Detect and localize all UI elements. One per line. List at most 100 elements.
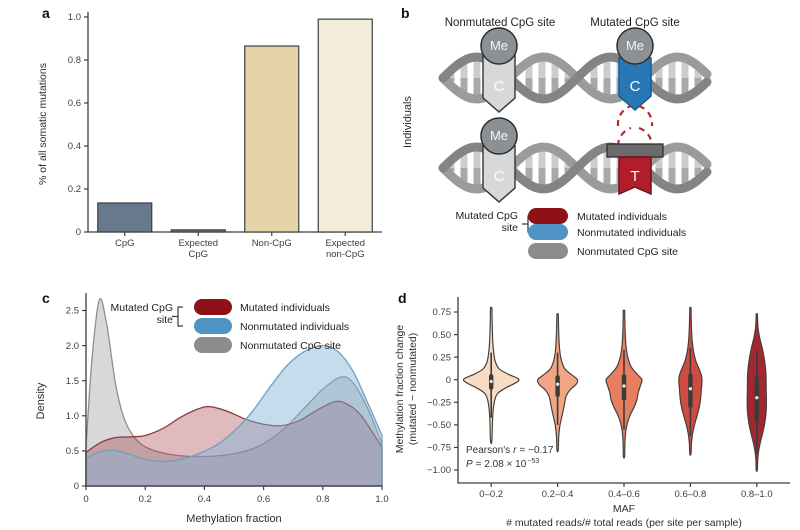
x-tick-label: 0.8 [316, 494, 329, 505]
mutated-t-tag-bottom: T [606, 126, 664, 196]
dna-rung [681, 168, 689, 184]
legend-label-mutated: Mutated individuals [577, 211, 667, 223]
dna-rung [681, 152, 689, 168]
nonmutated-c-tag-top: C Me [480, 27, 518, 113]
bar-cpg [97, 202, 153, 233]
dna-rung [525, 168, 533, 181]
panel-d: d Methylation fraction change (mutated −… [390, 283, 800, 530]
legend-bracket-line1: Mutated CpG [111, 302, 173, 314]
x-tick-label: Non-CpG [252, 238, 292, 249]
legend-swatch-site [528, 243, 568, 259]
violin-median-dot [622, 384, 626, 388]
dna-rung [694, 159, 702, 168]
x-tick-label: 0.4 [198, 494, 211, 505]
y-tick-label: −0.50 [427, 420, 451, 431]
panel-d-letter: d [398, 290, 407, 306]
dna-rung [473, 78, 481, 95]
panel-d-xlabel2: # mutated reads/# total reads (per site … [506, 517, 742, 529]
y-tick-label: 2.0 [66, 341, 79, 352]
y-tick-label: 0.6 [68, 98, 81, 109]
dna-rung [668, 168, 676, 185]
y-tick-label: 0.50 [433, 330, 452, 341]
dna-rung [590, 156, 598, 168]
pvalue-annotation: P= 2.08 × 10−53 [466, 458, 539, 470]
dna-rung [538, 61, 546, 78]
y-tick-label: 1.5 [66, 376, 79, 387]
bar-expected-cpg [170, 229, 226, 233]
dna-rung [473, 151, 481, 168]
panel-d-ylabel-line1: Methylation fraction change [394, 325, 406, 454]
bar-non-cpg [244, 45, 300, 233]
x-tick-label: 0–0.2 [479, 489, 503, 500]
x-tick-label: 0.8–1.0 [741, 489, 773, 500]
dna-rung [538, 151, 546, 168]
axes-spines [457, 297, 790, 484]
dna-rung [603, 78, 611, 95]
y-tick-label: 2.5 [66, 306, 79, 317]
legend-label-mutated: Mutated individuals [240, 302, 330, 314]
legend-swatch-mutated [528, 208, 568, 224]
legend-bracket-line2: site [157, 314, 174, 326]
panel-a-chart: a % of all somatic mutations 00.20.40.60… [37, 5, 382, 260]
legend-swatch-mutated [194, 299, 232, 315]
legend-bracket-line2: site [502, 222, 519, 234]
violin-median-dot [489, 379, 493, 384]
dna-rung [668, 78, 676, 95]
dna-rung [590, 78, 598, 90]
dna-rung [603, 61, 611, 78]
y-tick-label: 0.75 [433, 307, 452, 318]
y-tick-label: 1.0 [68, 12, 81, 23]
violin-box [688, 373, 693, 408]
dna-rung [460, 154, 468, 168]
dna-rung [551, 78, 559, 93]
dna-rung [551, 153, 559, 168]
x-tick-label: 1.0 [375, 494, 388, 505]
dna-rung [694, 168, 702, 177]
density-curve-mutated-individuals [85, 400, 383, 487]
panel-b-diagram: b Individuals Nonmutated CpG site Mutate… [401, 5, 712, 259]
methyl-label: Me [490, 128, 508, 143]
panel-c-legend: Mutated CpG site Mutated individuals Non… [111, 299, 349, 353]
t-letter: T [630, 168, 639, 185]
c-letter-blue: C [630, 78, 641, 95]
methyl-label: Me [626, 38, 644, 53]
dna-rung [603, 168, 611, 185]
dna-rung [473, 168, 481, 185]
panel-a-letter: a [42, 5, 50, 21]
dna-rung [603, 151, 611, 168]
dna-rung [460, 78, 468, 92]
y-tick-label: −0.25 [427, 397, 451, 408]
violin-median-dot [755, 396, 759, 400]
nonmutated-c-tag-bottom: C Me [480, 117, 518, 203]
dna-rung [590, 66, 598, 78]
y-tick-label: 0 [446, 375, 451, 386]
dna-rung [473, 61, 481, 78]
y-tick-label: 0.5 [66, 446, 79, 457]
dna-rung [668, 61, 676, 78]
cap-shape [606, 143, 664, 158]
dna-rung [655, 158, 663, 168]
y-tick-label: −0.75 [427, 443, 451, 454]
dna-rung [525, 78, 533, 91]
c-letter: C [494, 78, 505, 95]
dna-rung [655, 78, 663, 88]
dna-rung [564, 163, 572, 168]
methyl-circle [480, 117, 518, 155]
methyl-circle [616, 27, 654, 65]
y-tick-label: 0.4 [68, 141, 81, 152]
x-tick-label: CpG [115, 238, 135, 249]
x-tick-label: 0.2–0.4 [542, 489, 574, 500]
x-tick-label: 0 [83, 494, 88, 505]
x-tick-label: 0.6–0.8 [675, 489, 707, 500]
dna-rung [655, 168, 663, 178]
legend-bracket-icon [172, 306, 183, 327]
dashed-arc-right-icon [638, 126, 654, 147]
violin-median-dot [688, 387, 692, 391]
